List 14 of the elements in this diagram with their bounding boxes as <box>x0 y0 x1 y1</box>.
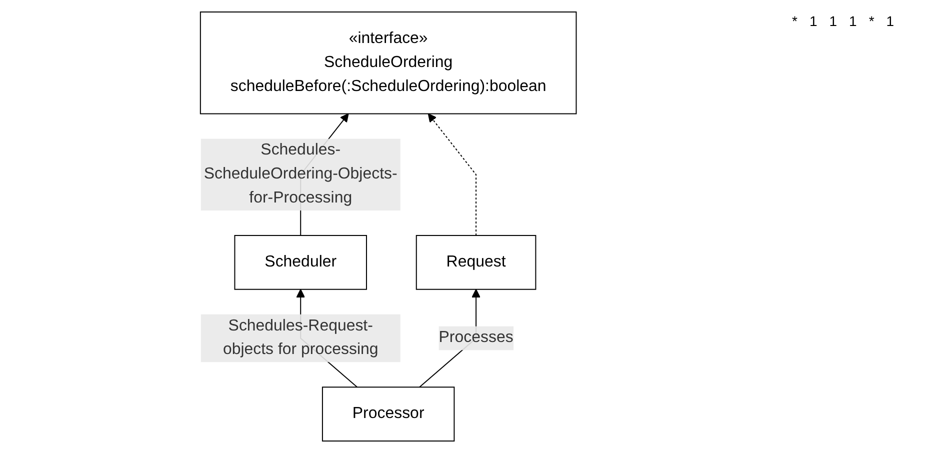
edge-label: Schedules-ScheduleOrdering-Objects-for-Processing <box>204 142 398 207</box>
multiplicity-label: * <box>792 13 798 29</box>
multiplicity-label: 1 <box>829 13 838 29</box>
multiplicity-label: * <box>868 13 874 29</box>
node-box: Request <box>416 234 536 290</box>
multiplicity-label: 1 <box>809 13 818 29</box>
arrow <box>428 113 476 236</box>
node-box: Scheduler <box>234 234 367 290</box>
edge-label: Schedules-Request-objects for processing <box>222 317 378 358</box>
multiplicity-label: 1 <box>886 13 894 29</box>
multiplicity-label: 1 <box>849 13 857 29</box>
node-box: Processor <box>322 386 454 442</box>
edge-label: Processes <box>438 329 513 346</box>
node-box: «interface» ScheduleOrdering scheduleBefore(:ScheduleOrdering):boolean <box>200 11 576 114</box>
